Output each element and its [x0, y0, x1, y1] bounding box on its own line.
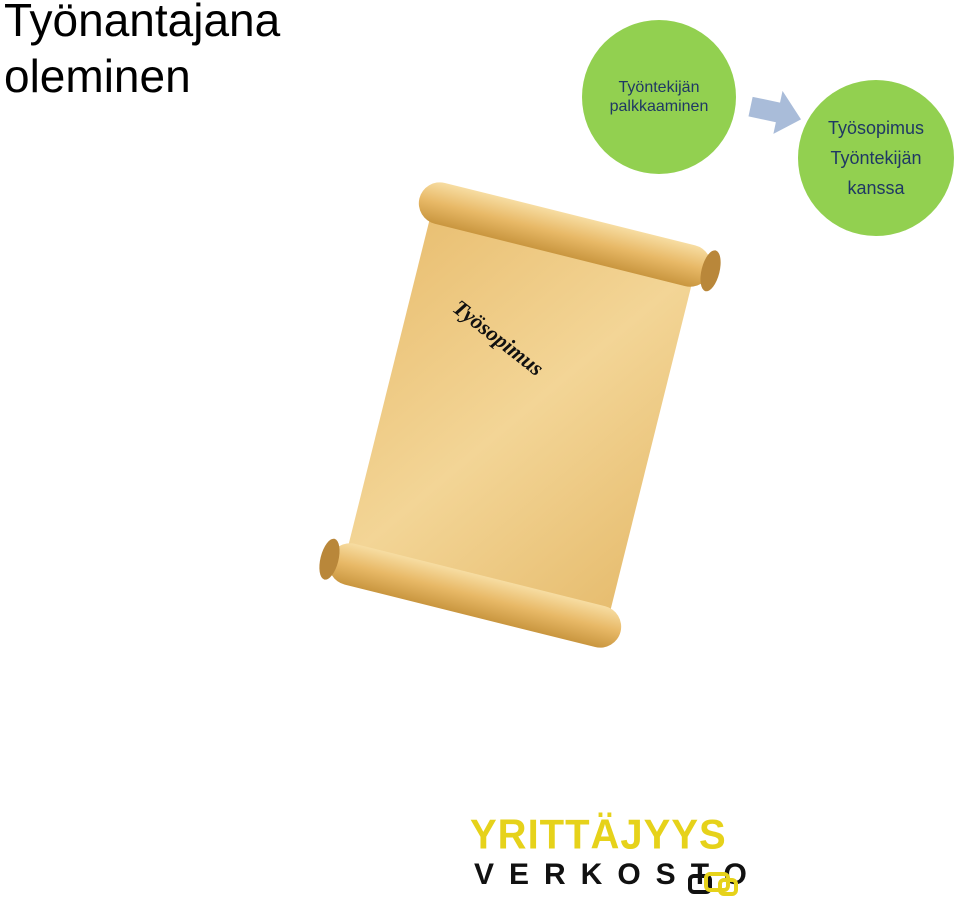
step-circle-hiring-line1: Työntekijän [618, 79, 700, 96]
right-arrow-icon [748, 90, 802, 134]
page-title-line2: oleminen [4, 50, 191, 102]
chain-link-icon [688, 872, 738, 896]
page-title-line1: Työnantajana [4, 0, 281, 46]
step-circle-contract-line1: Työsopimus [827, 118, 925, 138]
step-circle-contract: Työsopimus Työntekijän kanssa [798, 80, 954, 236]
parchment-scroll-image: Työsopimus [319, 182, 721, 648]
step-circle-hiring: Työntekijän palkkaaminen [582, 20, 736, 174]
logo-top-text: YRITTÄJYYS [470, 811, 727, 859]
page-title: Työnantajana oleminen [4, 0, 280, 104]
step-circle-contract-line3: kanssa [847, 178, 905, 198]
step-circle-contract-line2: Työntekijän [830, 148, 922, 168]
step-circle-hiring-line2: palkkaaminen [609, 98, 709, 115]
company-logo: YRITTÄJYYS VERKOSTO [470, 814, 750, 898]
